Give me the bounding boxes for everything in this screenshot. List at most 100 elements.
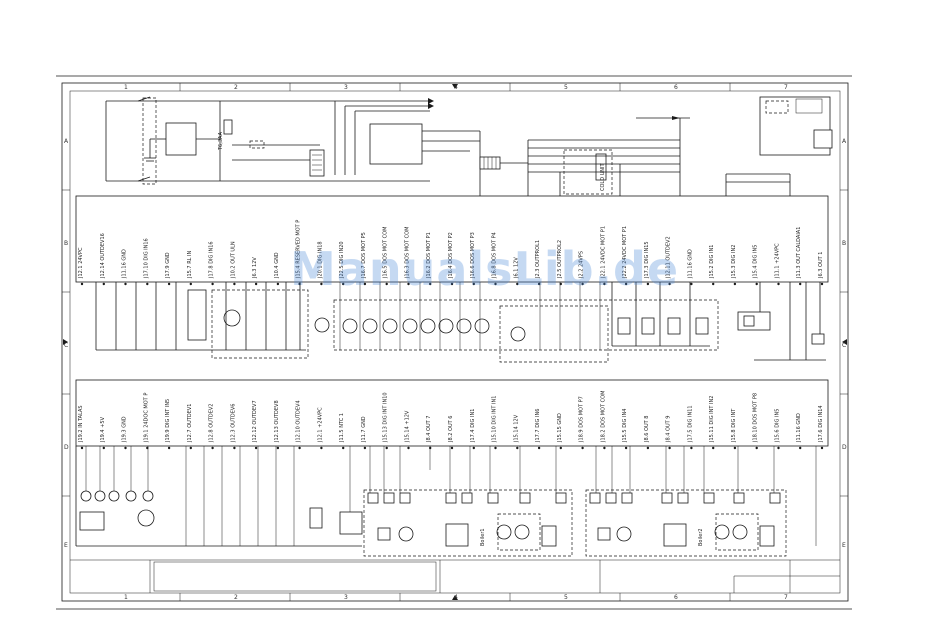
row-label: E bbox=[842, 542, 846, 549]
terminal-strip-top bbox=[479, 140, 529, 196]
row-label: A bbox=[842, 138, 847, 145]
pin-terminal bbox=[820, 282, 824, 286]
pin-terminal bbox=[733, 282, 737, 286]
pin-terminal bbox=[102, 446, 106, 450]
pin-terminal bbox=[254, 446, 258, 450]
pin-terminal bbox=[494, 282, 497, 286]
pin-label: J15.8 DIG INT bbox=[731, 408, 737, 443]
pin-label: J19.3 GND bbox=[122, 416, 128, 443]
pin-label: J17.10 DIG IN16 bbox=[143, 238, 149, 279]
lower-wiring bbox=[369, 446, 817, 546]
column-markers-top bbox=[179, 83, 731, 91]
pin-label: J2.2 24VPS bbox=[579, 251, 585, 279]
pin-terminal bbox=[211, 446, 214, 450]
pin-terminal bbox=[559, 446, 562, 450]
pin-terminal bbox=[363, 446, 367, 450]
pin-terminal bbox=[320, 446, 323, 450]
col-label: 7 bbox=[784, 84, 788, 91]
pin-label: J22.2 24VDC MOT P1 bbox=[622, 226, 628, 279]
dosing-motor-row bbox=[339, 282, 601, 350]
pin-label: J12.13 OUTDEV8 bbox=[274, 400, 280, 443]
watermark: ManualsLib.de bbox=[290, 242, 679, 296]
pin-terminal bbox=[320, 282, 323, 286]
pin-terminal bbox=[276, 446, 280, 450]
pin-terminal bbox=[450, 282, 454, 286]
pin-terminal bbox=[211, 282, 214, 286]
pin-terminal bbox=[755, 282, 758, 286]
pin-terminal bbox=[820, 446, 824, 450]
row-label: E bbox=[64, 542, 68, 549]
pin-terminal bbox=[124, 282, 127, 286]
row-letter-labels: A B C D E A B C D E bbox=[64, 138, 847, 549]
pin-label: J8.6 OUT 8 bbox=[644, 416, 650, 443]
pin-terminal bbox=[167, 446, 171, 450]
inner-frame bbox=[69, 90, 841, 594]
pin-label: J12.11 OUTDEV2 bbox=[666, 236, 672, 279]
pin-label: J18.9 DOS MOT P7 bbox=[579, 396, 585, 443]
row-label: B bbox=[64, 240, 68, 247]
pin-label: J2.3 OUTPROL1 bbox=[535, 240, 541, 279]
pin-terminal bbox=[624, 282, 628, 286]
pin-label: J8.4 OUT 7 bbox=[426, 416, 432, 443]
pin-terminal bbox=[777, 282, 780, 286]
pin-label: J16.3 DOS MOT COM bbox=[405, 227, 411, 279]
frame-orientation-triangles bbox=[63, 84, 847, 600]
pin-label: J15.13 DIG INT IN10 bbox=[383, 392, 389, 443]
pin-label: J16.7 DOS MOT P5 bbox=[361, 232, 367, 279]
pin-terminal bbox=[189, 282, 192, 286]
pin-label: J8.2 OUT 6 bbox=[448, 416, 454, 443]
row-label: B bbox=[842, 240, 846, 247]
pin-terminal bbox=[80, 282, 84, 286]
drawing-frame bbox=[61, 82, 849, 602]
pin-label: J19.9 DIG INT IN5 bbox=[165, 399, 171, 443]
pin-terminal bbox=[407, 446, 410, 450]
pin-terminal bbox=[80, 446, 84, 450]
pin-terminal bbox=[581, 282, 584, 286]
pin-terminal bbox=[516, 282, 519, 286]
pin-label: J15.6 DIG IN5 bbox=[775, 409, 781, 443]
col-label: 4 bbox=[454, 84, 458, 91]
pin-terminal bbox=[646, 282, 650, 286]
col-label: 5 bbox=[564, 594, 568, 601]
col-label: 4 bbox=[454, 594, 458, 601]
col-label: 6 bbox=[674, 594, 678, 601]
pin-label: J11.5 NTC 1 bbox=[339, 413, 345, 443]
pin-label: J22.5 DIG IN20 bbox=[339, 241, 345, 279]
upper-control-board bbox=[75, 195, 829, 283]
power-input-section bbox=[105, 96, 430, 185]
pin-label: J15.4 RESERVED MOT P bbox=[296, 220, 302, 279]
boiler-switch-block bbox=[725, 96, 833, 196]
pin-terminal bbox=[733, 446, 737, 450]
pin-label: J15.7 RL IN bbox=[187, 250, 193, 279]
pin-terminal bbox=[712, 282, 715, 286]
upper-load-section bbox=[95, 282, 719, 363]
pin-label: J10.4 GND bbox=[274, 252, 280, 279]
pin-label: J16.2 DOS MOT P1 bbox=[426, 232, 432, 279]
pin-terminal bbox=[755, 446, 758, 450]
pin-terminal bbox=[167, 282, 171, 286]
pin-terminal bbox=[799, 446, 802, 450]
pin-label: J16.8 DOS MOT P4 bbox=[492, 232, 498, 279]
pin-label: J11.16 GND bbox=[796, 413, 802, 443]
pin-label: J16.6 DOS MOT P3 bbox=[470, 232, 476, 279]
pin-label: J15.14 +12V bbox=[405, 410, 411, 443]
pin-terminal bbox=[603, 446, 606, 450]
pin-terminal bbox=[516, 446, 519, 450]
column-number-labels-top: 1 2 3 4 5 6 7 bbox=[124, 84, 788, 91]
pin-label: J19.1 24DOC MOT P bbox=[143, 393, 149, 443]
pin-label: J15.11 DIG INT IN2 bbox=[709, 396, 715, 443]
pin-label: J8.4 OUT 9 bbox=[666, 416, 672, 443]
pin-terminal bbox=[407, 282, 410, 286]
pin-label: J12.1 +24VPC bbox=[317, 407, 323, 443]
pin-terminal bbox=[385, 282, 388, 286]
pin-terminal bbox=[146, 282, 149, 286]
pin-terminal bbox=[429, 282, 432, 286]
transformer-block bbox=[165, 122, 197, 156]
pin-label: J12.7 OUTDEV1 bbox=[187, 404, 193, 443]
pin-terminal bbox=[624, 446, 628, 450]
pin-terminal bbox=[102, 282, 106, 286]
pin-label: J12.12 OUTDEV7 bbox=[252, 400, 258, 443]
fuse-component: T6,3AA bbox=[218, 119, 233, 151]
row-label: D bbox=[64, 444, 69, 451]
